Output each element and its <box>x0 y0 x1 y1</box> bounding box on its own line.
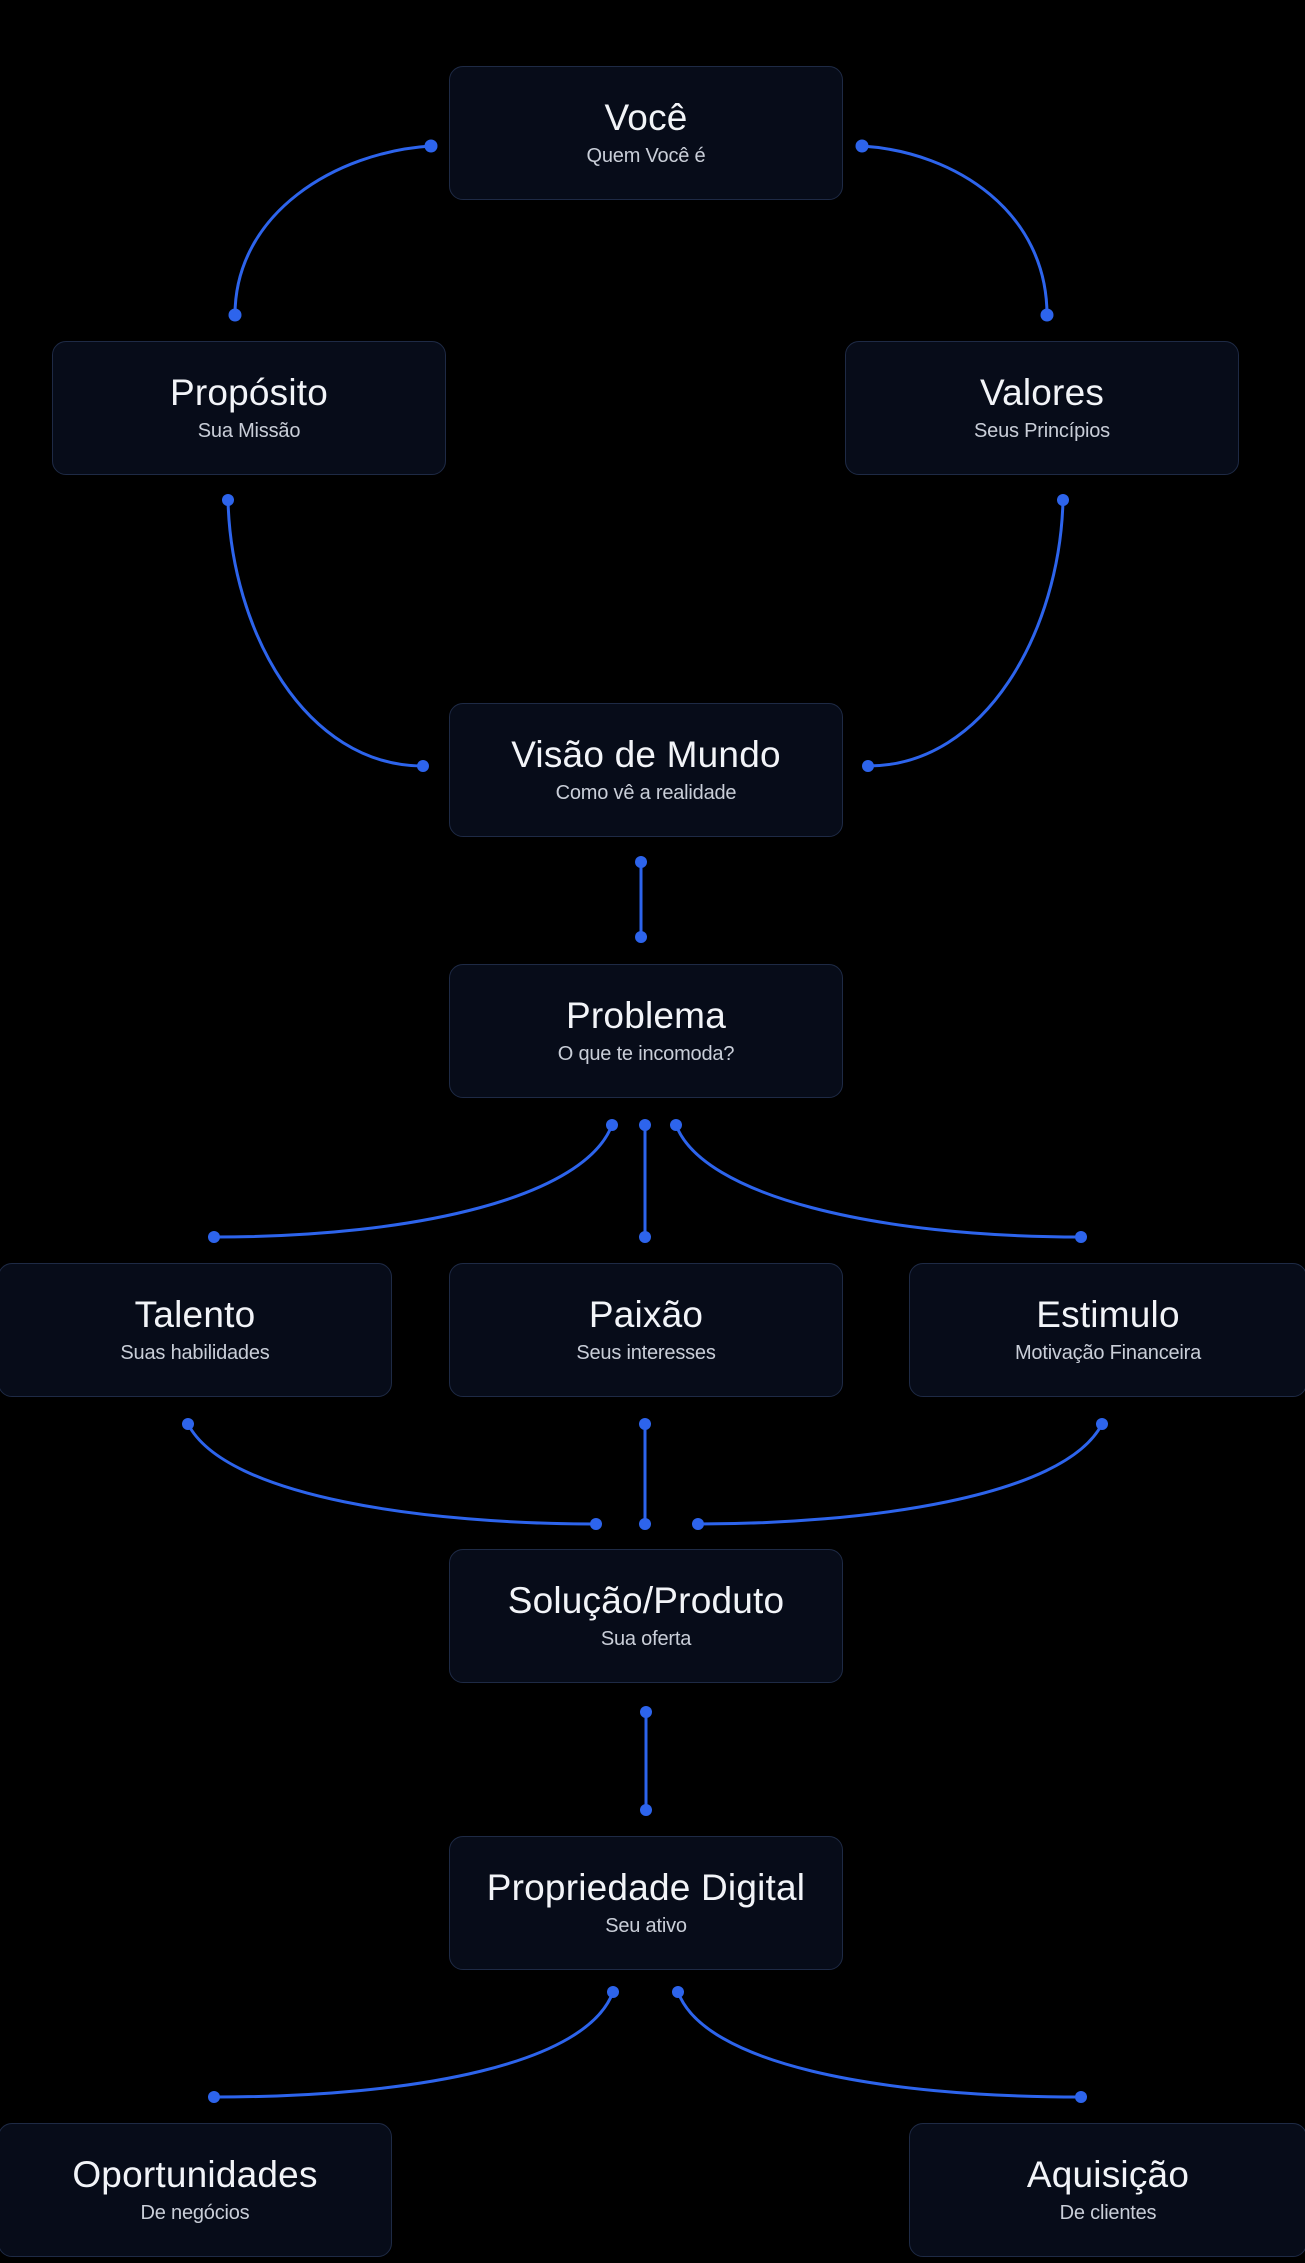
node-solucao-produto[interactable]: Solução/Produto Sua oferta <box>449 1549 843 1683</box>
node-visao-de-mundo[interactable]: Visão de Mundo Como vê a realidade <box>449 703 843 837</box>
edge-dot <box>208 2091 220 2103</box>
edge-estimulo-solucao <box>692 1418 1108 1530</box>
node-talento-subtitle: Suas habilidades <box>120 1342 270 1365</box>
edge-dot <box>182 1418 194 1430</box>
node-aquisicao-title: Aquisição <box>1026 2153 1190 2195</box>
node-oportunidades-subtitle: De negócios <box>140 2202 250 2225</box>
edge-valores-visao <box>862 494 1069 772</box>
node-solucao-subtitle: Sua oferta <box>600 1628 692 1651</box>
edge-visao-problema <box>635 856 647 943</box>
edge-dot <box>639 1518 651 1530</box>
edge-propriedade-aquisicao <box>672 1986 1087 2103</box>
edge-dot <box>640 1706 652 1718</box>
node-proposito[interactable]: Propósito Sua Missão <box>52 341 446 475</box>
edge-dot <box>1075 1231 1087 1243</box>
edge-propriedade-oportunidades <box>208 1986 619 2103</box>
edge-dot <box>228 308 242 322</box>
edge-dot <box>606 1119 618 1131</box>
node-voce-title: Você <box>604 96 688 138</box>
node-talento[interactable]: Talento Suas habilidades <box>0 1263 392 1397</box>
edge-dot <box>417 760 429 772</box>
edge-dot <box>639 1418 651 1430</box>
edge-dot <box>670 1119 682 1131</box>
node-solucao-title: Solução/Produto <box>507 1579 785 1621</box>
edge-paixao-solucao <box>639 1418 651 1530</box>
node-estimulo-title: Estimulo <box>1036 1293 1180 1335</box>
edge-voce-proposito <box>228 139 438 322</box>
edge-dot <box>639 1231 651 1243</box>
edge-dot <box>590 1518 602 1530</box>
edge-solucao-propriedade <box>640 1706 652 1816</box>
edge-dot <box>222 494 234 506</box>
node-proposito-title: Propósito <box>169 371 329 413</box>
node-oportunidades-title: Oportunidades <box>72 2153 318 2195</box>
node-proposito-subtitle: Sua Missão <box>197 420 301 443</box>
edge-dot <box>855 139 869 153</box>
edge-dot <box>1075 2091 1087 2103</box>
edge-dot <box>672 1986 684 1998</box>
node-visao-subtitle: Como vê a realidade <box>555 782 737 805</box>
edge-dot <box>424 139 438 153</box>
edge-dot <box>635 856 647 868</box>
edge-dot <box>640 1804 652 1816</box>
node-propriedade-digital[interactable]: Propriedade Digital Seu ativo <box>449 1836 843 1970</box>
edge-proposito-visao <box>222 494 429 772</box>
node-aquisicao-subtitle: De clientes <box>1059 2202 1157 2225</box>
node-valores[interactable]: Valores Seus Princípios <box>845 341 1239 475</box>
edge-dot <box>607 1986 619 1998</box>
edge-dot <box>862 760 874 772</box>
node-aquisicao[interactable]: Aquisição De clientes <box>909 2123 1305 2257</box>
edge-talento-solucao <box>182 1418 602 1530</box>
node-propriedade-title: Propriedade Digital <box>486 1866 806 1908</box>
node-paixao-title: Paixão <box>588 1293 704 1335</box>
edge-problema-paixao <box>639 1119 651 1243</box>
edge-voce-valores <box>855 139 1054 322</box>
node-problema[interactable]: Problema O que te incomoda? <box>449 964 843 1098</box>
node-valores-title: Valores <box>979 371 1105 413</box>
node-problema-title: Problema <box>566 994 726 1036</box>
node-paixao-subtitle: Seus interesses <box>576 1342 716 1365</box>
edge-dot <box>692 1518 704 1530</box>
edge-dot <box>1057 494 1069 506</box>
edge-dot <box>635 931 647 943</box>
node-talento-title: Talento <box>134 1293 256 1335</box>
node-oportunidades[interactable]: Oportunidades De negócios <box>0 2123 392 2257</box>
node-valores-subtitle: Seus Princípios <box>974 420 1110 443</box>
node-visao-title: Visão de Mundo <box>511 733 781 775</box>
edge-dot <box>1040 308 1054 322</box>
node-voce[interactable]: Você Quem Você é <box>449 66 843 200</box>
node-problema-subtitle: O que te incomoda? <box>557 1043 735 1066</box>
node-estimulo[interactable]: Estimulo Motivação Financeira <box>909 1263 1305 1397</box>
edge-problema-estimulo <box>670 1119 1087 1243</box>
edge-dot <box>1096 1418 1108 1430</box>
edge-dot <box>639 1119 651 1131</box>
edge-dot <box>208 1231 220 1243</box>
node-propriedade-subtitle: Seu ativo <box>605 1915 687 1938</box>
node-estimulo-subtitle: Motivação Financeira <box>1014 1342 1202 1365</box>
node-voce-subtitle: Quem Você é <box>586 145 706 168</box>
node-paixao[interactable]: Paixão Seus interesses <box>449 1263 843 1397</box>
edge-problema-talento <box>208 1119 618 1243</box>
